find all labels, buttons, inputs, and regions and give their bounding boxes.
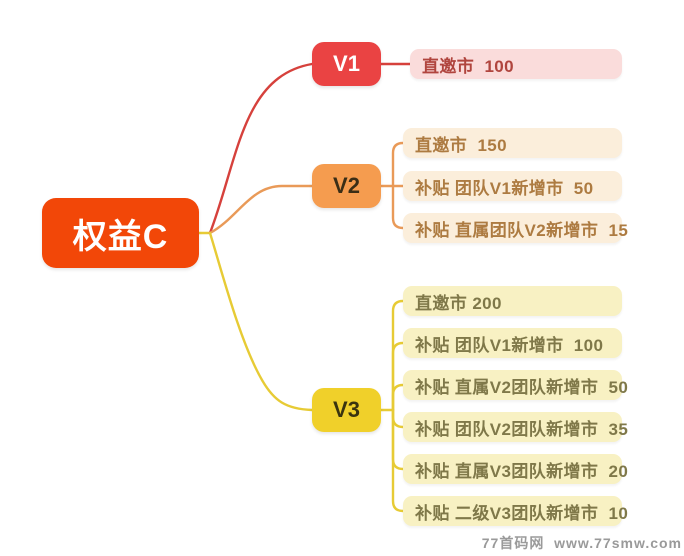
branch-node-v3: V3 [312,388,381,432]
branch-node-v2: V2 [312,164,381,208]
leaf-v3-3: 补贴 直属V2团队新增市 50 [403,370,628,400]
connector-v3-leaf2 [391,341,405,412]
leaf-v3-2: 补贴 团队V1新增市 100 [403,328,622,358]
connector-root-v3 [208,231,314,412]
connector-v3-leaf6 [391,408,405,513]
leaf-v2-1: 直邀市 150 [403,128,622,158]
connector-v2-leaf1 [391,141,405,188]
connector-v2-leaf3 [391,184,405,230]
connector-v3-leaf3 [391,383,405,412]
connector-v3-leaf5 [391,408,405,471]
leaf-v3-6: 补贴 二级V3团队新增市 10 [403,496,628,526]
leaf-v3-5: 补贴 直属V3团队新增市 20 [403,454,628,484]
leaf-v1-1: 直邀市 100 [410,49,622,79]
connector-root-v2 [208,184,314,235]
watermark: 77首码网 www.77smw.com [481,535,682,551]
root-node: 权益C [42,198,199,268]
leaf-v2-3: 补贴 直属团队V2新增市 15 [403,213,628,243]
connector-v3-leaf4 [391,408,405,429]
leaf-v2-2: 补贴 团队V1新增市 50 [403,171,622,201]
leaf-v3-1: 直邀市 200 [403,286,622,316]
leaf-v3-4: 补贴 团队V2团队新增市 35 [403,412,628,442]
branch-node-v1: V1 [312,42,381,86]
connector-v3-leaf1 [391,299,405,412]
connector-root-v1 [208,62,314,235]
